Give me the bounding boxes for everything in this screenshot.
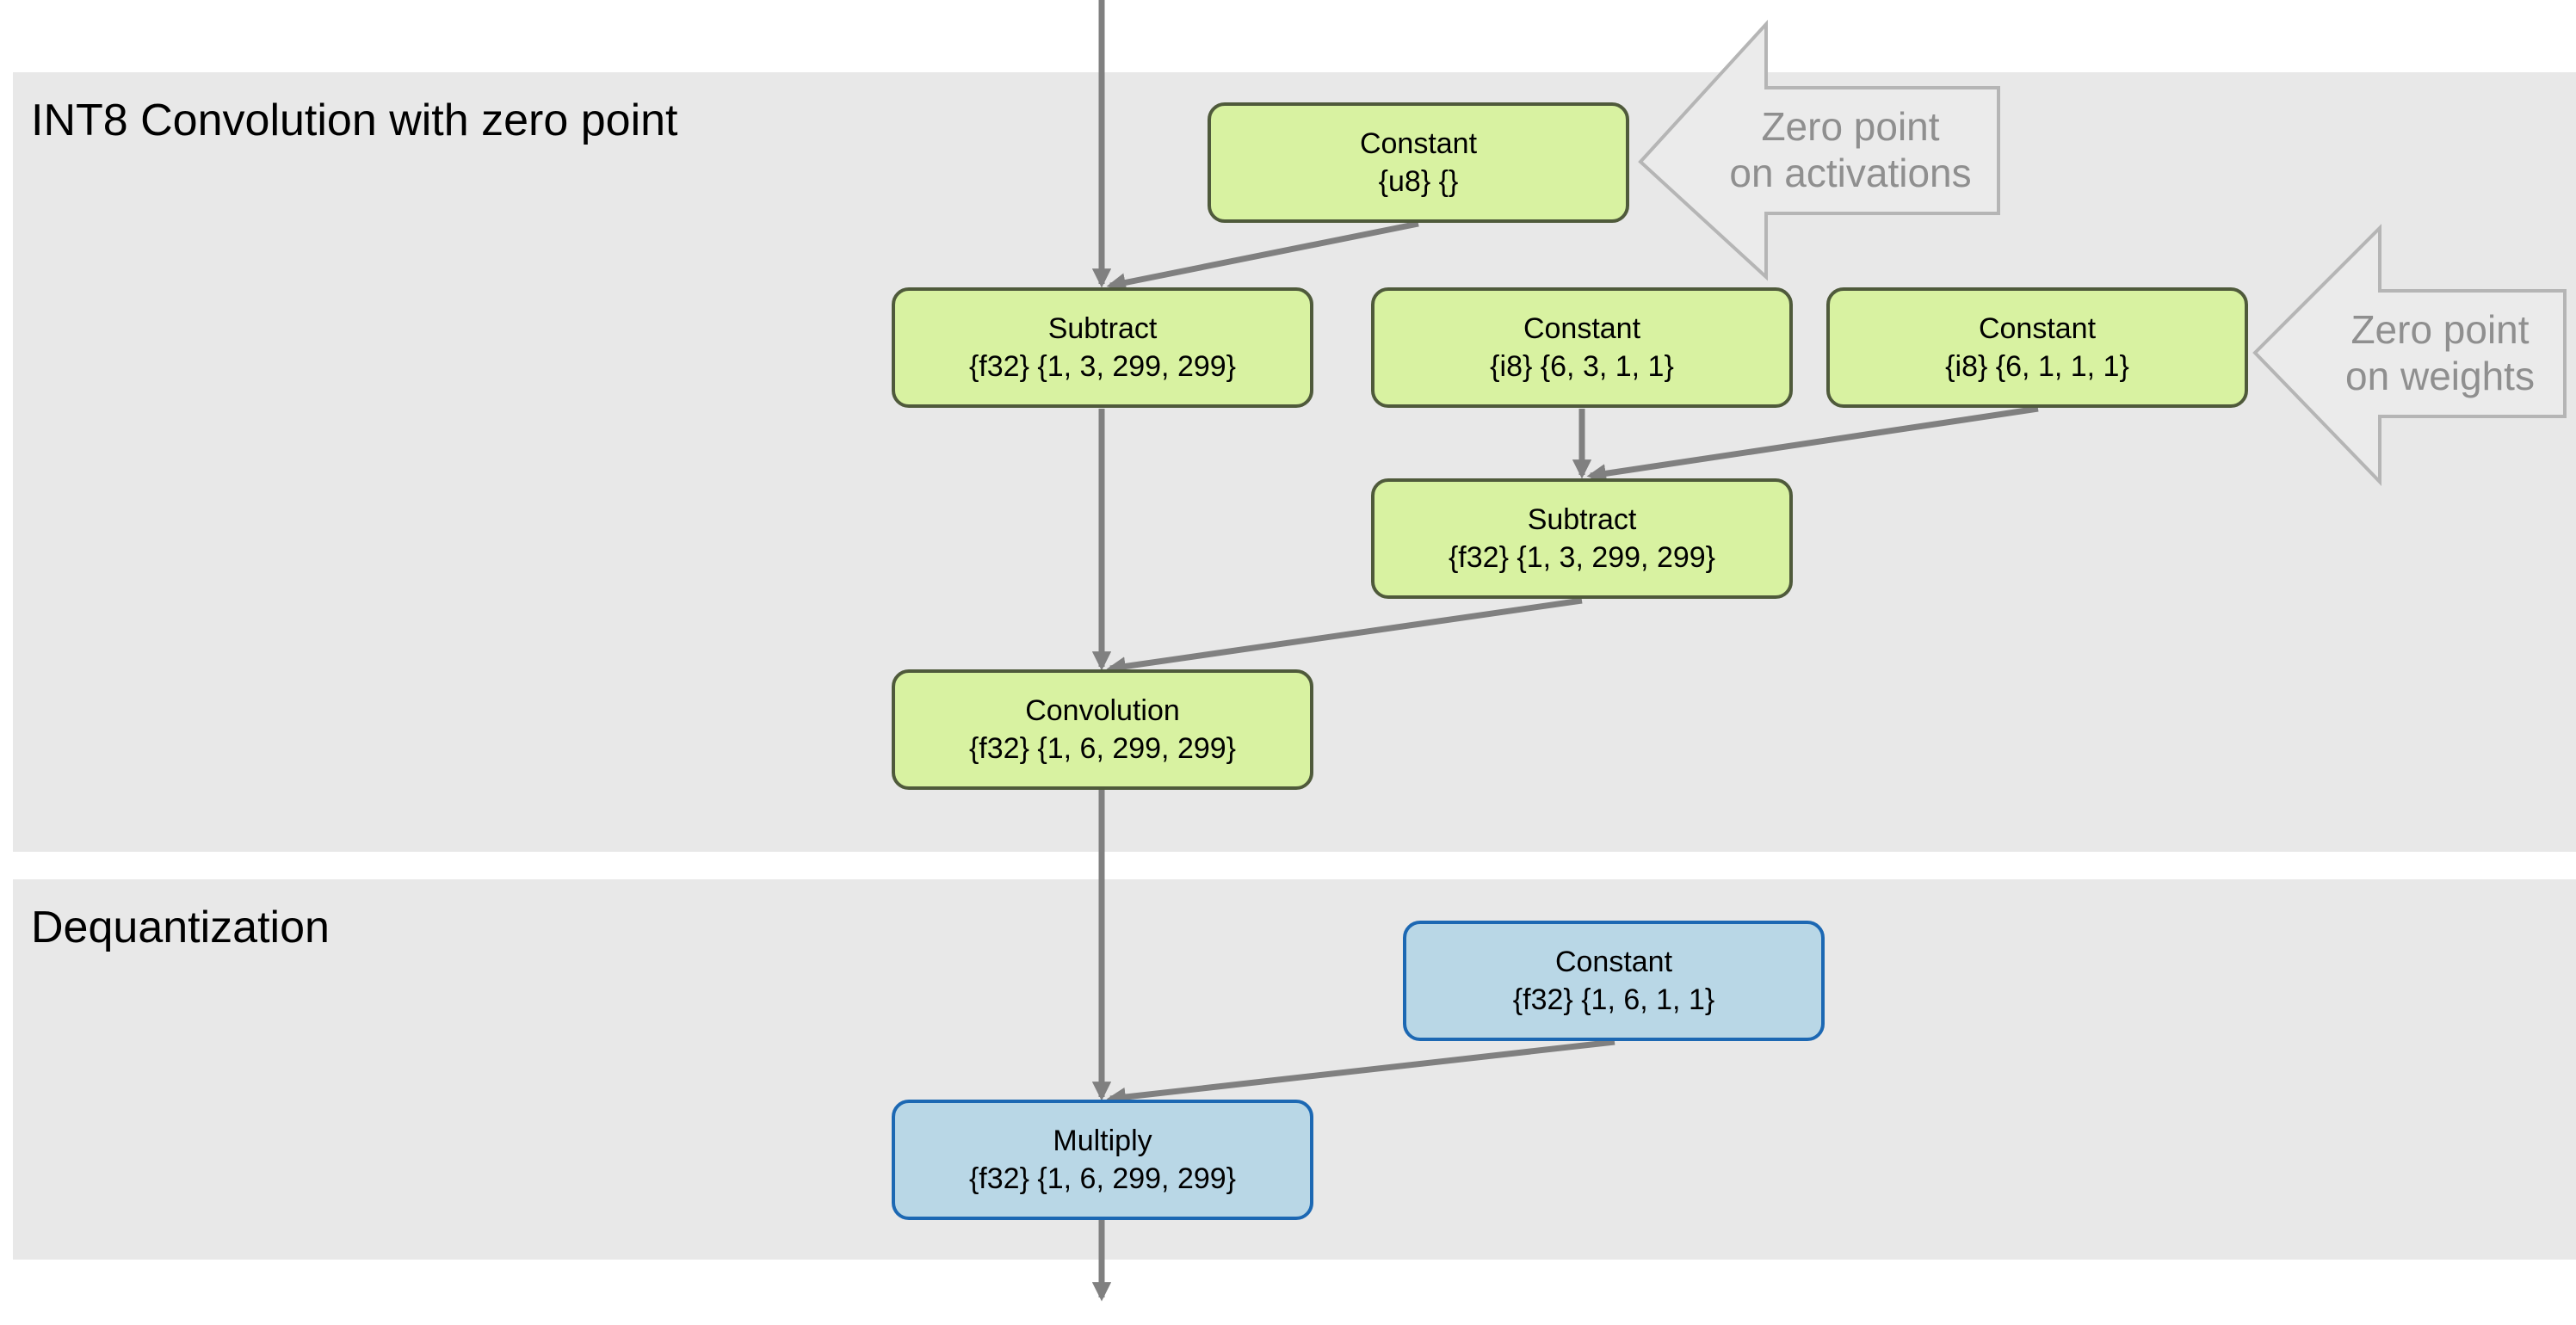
node-shape-label: {i8} {6, 1, 1, 1} — [1945, 350, 2129, 383]
weights-callout-line1: Zero point — [2351, 307, 2530, 352]
activations-callout-arrow — [1638, 19, 2000, 281]
node-op-label: Constant — [1359, 127, 1478, 160]
node-shape-label: {f32} {1, 6, 299, 299} — [968, 732, 1237, 765]
multiply-node[interactable]: Multiply {f32} {1, 6, 299, 299} — [892, 1100, 1313, 1220]
constant-f32-scale-node[interactable]: Constant {f32} {1, 6, 1, 1} — [1403, 921, 1825, 1041]
node-op-label: Multiply — [1053, 1125, 1152, 1157]
edge-const-u8-to-subtract — [1106, 220, 1419, 293]
constant-i8-weights-node[interactable]: Constant {i8} {6, 3, 1, 1} — [1371, 287, 1793, 408]
node-op-label: Constant — [1554, 946, 1673, 978]
node-shape-label: {f32} {1, 6, 1, 1} — [1512, 983, 1715, 1016]
activations-callout-label: Zero point on activations — [1713, 103, 1988, 196]
dequantization-panel-title: Dequantization — [31, 903, 330, 952]
constant-u8-node[interactable]: Constant {u8} {} — [1208, 102, 1629, 223]
node-op-label: Constant — [1978, 312, 2097, 345]
edge-const-f32-to-multiply — [1106, 1038, 1615, 1107]
weights-callout-label: Zero point on weights — [2337, 306, 2543, 399]
node-shape-label: {i8} {6, 3, 1, 1} — [1490, 350, 1674, 383]
node-shape-label: {u8} {} — [1378, 165, 1459, 198]
node-shape-label: {f32} {1, 3, 299, 299} — [968, 350, 1237, 383]
node-shape-label: {f32} {1, 3, 299, 299} — [1448, 541, 1716, 574]
node-op-label: Subtract — [1047, 312, 1158, 345]
node-op-label: Constant — [1523, 312, 1641, 345]
activations-callout-line1: Zero point — [1761, 104, 1940, 149]
edge-subtract-weights-to-convolution — [1106, 597, 1583, 676]
weights-callout-line2: on weights — [2345, 354, 2535, 398]
edge-const-i8-zp-to-subtract — [1586, 405, 2039, 484]
convolution-node[interactable]: Convolution {f32} {1, 6, 299, 299} — [892, 669, 1313, 790]
node-shape-label: {f32} {1, 6, 299, 299} — [968, 1162, 1237, 1195]
activations-callout-line2: on activations — [1729, 151, 1972, 195]
subtract-weights-node[interactable]: Subtract {f32} {1, 3, 299, 299} — [1371, 478, 1793, 599]
constant-i8-zero-point-node[interactable]: Constant {i8} {6, 1, 1, 1} — [1826, 287, 2248, 408]
int8-panel-title: INT8 Convolution with zero point — [31, 96, 678, 145]
weights-callout-arrow — [2252, 224, 2567, 486]
node-op-label: Subtract — [1527, 503, 1637, 536]
node-op-label: Convolution — [1025, 694, 1180, 727]
subtract-activations-node[interactable]: Subtract {f32} {1, 3, 299, 299} — [892, 287, 1313, 408]
